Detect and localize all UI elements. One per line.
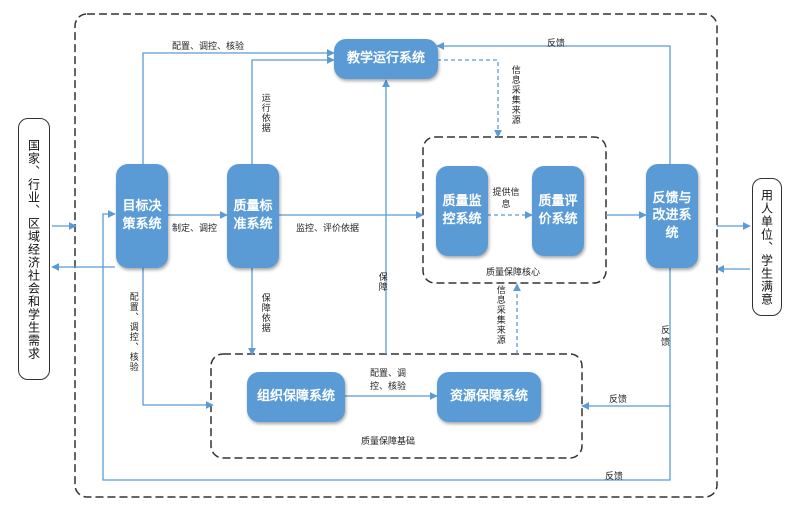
- feedback-improvement-system: 反馈与改进系统: [646, 164, 698, 268]
- quality-evaluation-system: 质量评价系统: [532, 166, 584, 256]
- label-make-control: 制定、调控: [172, 224, 218, 234]
- right-input-box: 用人单位、学生满意: [752, 178, 782, 316]
- label-run-basis: 运行依据: [259, 93, 270, 133]
- resource-guarantee-system: 资源保障系统: [437, 372, 541, 422]
- org-guarantee-system: 组织保障系统: [247, 372, 345, 422]
- label-provide-info: 提供信息: [492, 188, 520, 210]
- label-guarantee-basis: 保障依据: [259, 293, 270, 333]
- label-monitor-basis: 监控、评价依据: [296, 224, 360, 234]
- label-info-source-bottom: 信息采集来源: [494, 285, 505, 345]
- arrow-standard-teaching: [251, 56, 335, 164]
- quality-monitor-system: 质量监控系统: [436, 166, 488, 256]
- label-info-source-top: 信息采集来源: [509, 65, 520, 125]
- goal-decision-system: 目标决策系统: [116, 164, 168, 268]
- outer-system-frame: [74, 13, 718, 498]
- label-config-top: 配置、调控、核验: [172, 42, 245, 52]
- arrow-feedback-teaching: [436, 42, 671, 164]
- label-feedback-bottom: 反馈: [605, 472, 624, 482]
- label-config-left: 配置、调控、核验: [127, 292, 138, 372]
- base-group-caption: 质量保障基础: [361, 437, 416, 447]
- label-feedback-right: 反馈: [661, 326, 671, 348]
- label-guarantee: 保障: [376, 272, 387, 292]
- core-group-frame: [422, 136, 607, 284]
- arrow-bottom-loop: [102, 210, 671, 481]
- label-feedback-top: 反馈: [547, 39, 566, 49]
- arrow-teaching-core: [437, 59, 502, 138]
- label-feedback-base: 反馈: [609, 395, 628, 405]
- left-input-box: 国家、行业、区域经济社会和学生需求: [18, 118, 50, 380]
- label-config-mid: 配置、调控、核验: [369, 369, 406, 392]
- teaching-operation-system: 教学运行系统: [334, 39, 438, 79]
- quality-standard-system: 质量标准系统: [227, 164, 279, 268]
- arrow-goal-org: [142, 268, 214, 409]
- arrow-goal-teaching: [142, 49, 335, 164]
- core-group-caption: 质量保障核心: [486, 268, 541, 278]
